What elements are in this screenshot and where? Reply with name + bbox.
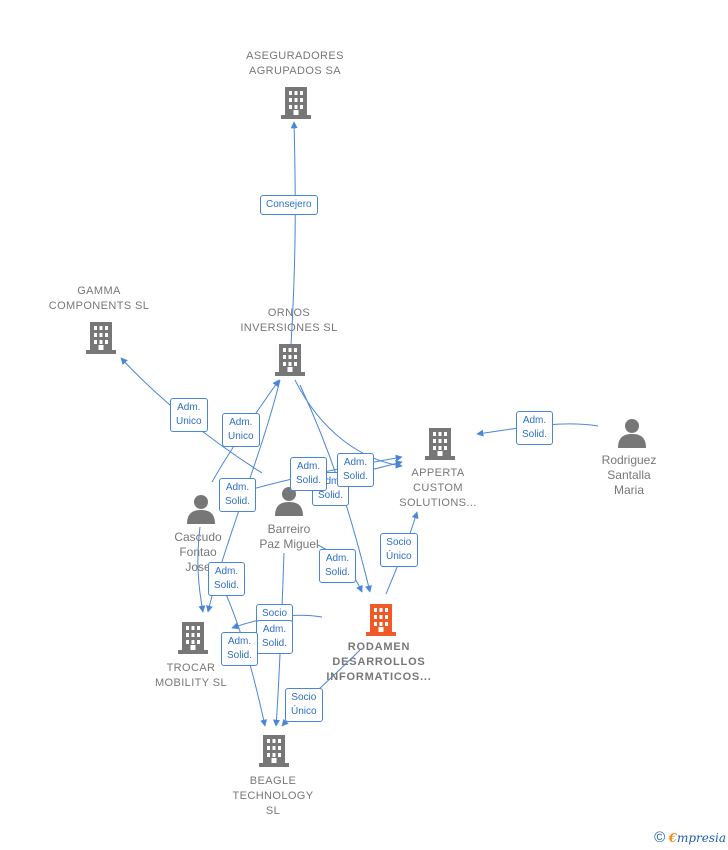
edge-label-consejero[interactable]: Consejero <box>260 195 318 215</box>
edge-label-adm-solid[interactable]: Adm. Solid. <box>319 549 357 583</box>
node-label-cascudo[interactable]: Cascudo Fontao Jose <box>174 530 222 574</box>
node-label-beagle[interactable]: BEAGLE TECHNOLOGY SL <box>232 775 314 817</box>
node-label-rodamen[interactable]: RODAMEN DESARROLLOS INFORMATICOS... <box>326 641 432 683</box>
person-icon[interactable] <box>275 487 303 516</box>
edge-label-adm-unico-ornos[interactable]: Adm. Unico <box>222 413 260 447</box>
node-label-appertta[interactable]: APPERTA CUSTOM SOLUTIONS... <box>399 467 477 509</box>
building-icon[interactable] <box>86 322 116 354</box>
edge-label-adm-solid[interactable]: Adm. Solid. <box>337 453 375 487</box>
copyright-icon: © <box>654 829 666 846</box>
building-icon[interactable] <box>425 428 455 460</box>
copyright-footer: © €mpresia <box>654 829 726 846</box>
building-icon[interactable] <box>178 622 208 654</box>
edge-label-socio-unico-appertta[interactable]: Socio Único <box>380 533 418 567</box>
building-icon[interactable] <box>281 87 311 119</box>
node-label-trocar[interactable]: TROCAR MOBILITY SL <box>154 662 228 689</box>
building-icon[interactable] <box>259 735 289 767</box>
edge-label-socio-unico-beagle[interactable]: Socio Único <box>285 688 323 722</box>
building-icon[interactable] <box>275 344 305 376</box>
brand-logo[interactable]: €mpresia <box>668 831 726 845</box>
edge-label-adm-solid[interactable]: Adm. Solid. <box>256 620 294 654</box>
edge-label-adm-solid[interactable]: Adm. Solid. <box>219 478 257 512</box>
edge-ornos-aseguradores <box>290 121 298 346</box>
edge-label-adm-solid[interactable]: Adm. Solid. <box>208 562 246 596</box>
edge-label-adm-unico-gamma[interactable]: Adm. Unico <box>170 398 208 432</box>
node-label-ornos[interactable]: ORNOS INVERSIONES SL <box>240 307 338 334</box>
edge-cascudo-trocar <box>197 526 206 613</box>
node-label-rodriguez[interactable]: Rodriguez Santalla Maria <box>601 453 657 497</box>
person-icon[interactable] <box>187 495 215 524</box>
edge-label-adm-solid-rodriguez[interactable]: Adm. Solid. <box>516 411 554 445</box>
node-label-aseguradores[interactable]: ASEGURADORES AGRUPADOS SA <box>246 50 344 77</box>
node-label-gamma[interactable]: GAMMA COMPONENTS SL <box>48 285 150 312</box>
node-label-barreiro[interactable]: Barreiro Paz Miguel <box>259 522 319 551</box>
edge-label-adm-solid[interactable]: Adm. Solid. <box>221 632 259 666</box>
edge-ornos-appertta <box>294 379 403 469</box>
person-icon[interactable] <box>618 419 646 448</box>
building-icon[interactable] <box>366 604 396 636</box>
edge-label-adm-solid[interactable]: Adm. Solid. <box>290 457 328 491</box>
